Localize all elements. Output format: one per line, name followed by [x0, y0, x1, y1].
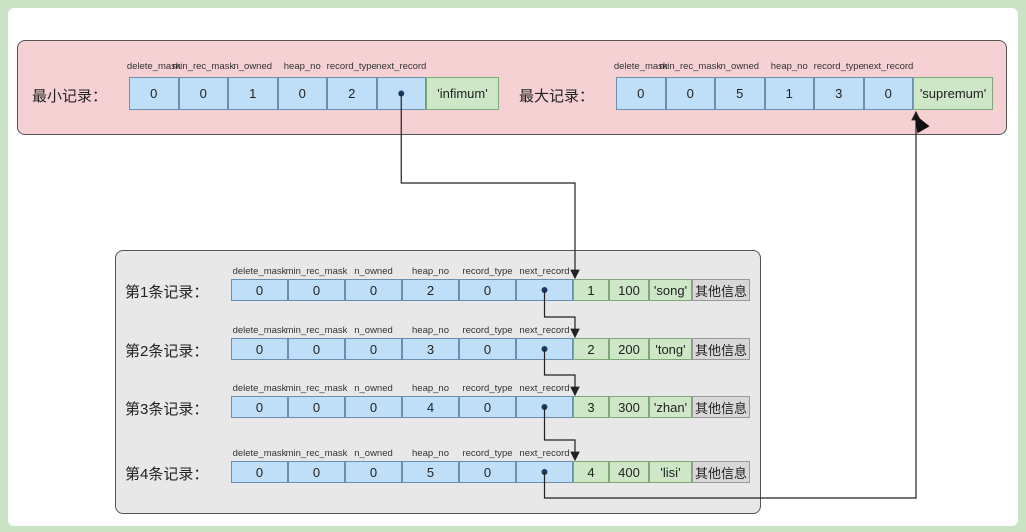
record-4-name-cell: 'lisi' — [649, 461, 692, 483]
field-header-min_rec_mask: min_rec_mask — [285, 325, 348, 336]
field-header-record_type: record_type — [462, 266, 513, 277]
record-4-field-record_type: 0 — [459, 461, 516, 483]
record-3-field-n_owned: 0 — [345, 396, 402, 418]
record-1-score-cell: 100 — [609, 279, 649, 301]
record-2-field-next_record — [516, 338, 573, 360]
record-4-field-delete_mask: 0 — [231, 461, 288, 483]
record-4-score-cell: 400 — [609, 461, 649, 483]
record-4-field-next_record — [516, 461, 573, 483]
record-4-field-min_rec_mask: 0 — [288, 461, 345, 483]
infimum-field-record_type: 2 — [327, 77, 377, 110]
field-header-next_record: next_record — [519, 383, 570, 394]
record-2-label: 第2条记录： — [125, 343, 209, 360]
field-header-min_rec_mask: min_rec_mask — [285, 448, 348, 459]
field-header-delete_mask: delete_mask — [232, 383, 287, 394]
supremum-field-next_record: 0 — [863, 77, 913, 110]
record-2-field-heap_no: 3 — [402, 338, 459, 360]
field-header-delete_mask: delete_mask — [232, 266, 287, 277]
supremum-name-cell: 'supremum' — [913, 77, 993, 110]
record-4-other-cell: 其他信息 — [692, 461, 750, 483]
record-2-id-cell: 2 — [573, 338, 609, 360]
field-header-heap_no: heap_no — [770, 61, 808, 72]
record-3-field-heap_no: 4 — [402, 396, 459, 418]
record-1-field-heap_no: 2 — [402, 279, 459, 301]
infimum-field-next_record — [376, 77, 426, 110]
record-2-field-record_type: 0 — [459, 338, 516, 360]
field-header-record_type: record_type — [813, 61, 864, 72]
record-3-field-record_type: 0 — [459, 396, 516, 418]
record-3-name-cell: 'zhan' — [649, 396, 692, 418]
field-header-record_type: record_type — [462, 325, 513, 336]
record-3-label: 第3条记录： — [125, 401, 209, 418]
field-header-delete_mask: delete_mask — [232, 448, 287, 459]
supremum-field-heap_no: 1 — [764, 77, 814, 110]
record-1-field-record_type: 0 — [459, 279, 516, 301]
record-1-name-cell: 'song' — [649, 279, 692, 301]
infimum-field-n_owned: 1 — [228, 77, 278, 110]
infimum-label: 最小记录： — [32, 88, 108, 105]
record-4-field-heap_no: 5 — [402, 461, 459, 483]
record-2-score-cell: 200 — [609, 338, 649, 360]
record-1-field-delete_mask: 0 — [231, 279, 288, 301]
field-header-delete_mask: delete_mask — [613, 61, 668, 72]
record-2-field-n_owned: 0 — [345, 338, 402, 360]
field-header-n_owned: n_owned — [354, 383, 393, 394]
field-header-next_record: next_record — [519, 325, 570, 336]
record-3-id-cell: 3 — [573, 396, 609, 418]
field-header-min_rec_mask: min_rec_mask — [659, 61, 722, 72]
record-3-score-cell: 300 — [609, 396, 649, 418]
record-1-field-next_record — [516, 279, 573, 301]
infimum-field-heap_no: 0 — [277, 77, 327, 110]
field-header-min_rec_mask: min_rec_mask — [172, 61, 235, 72]
field-header-next_record: next_record — [519, 266, 570, 277]
record-2-name-cell: 'tong' — [649, 338, 692, 360]
record-1-other-cell: 其他信息 — [692, 279, 750, 301]
infimum-field-delete_mask: 0 — [129, 77, 179, 110]
field-header-heap_no: heap_no — [412, 325, 449, 336]
field-header-n_owned: n_owned — [354, 325, 393, 336]
field-header-heap_no: heap_no — [283, 61, 321, 72]
field-header-n_owned: n_owned — [354, 266, 393, 277]
infimum-name-cell: 'infimum' — [426, 77, 499, 110]
field-header-next_record: next_record — [376, 61, 427, 72]
field-header-heap_no: heap_no — [412, 448, 449, 459]
record-3-field-next_record — [516, 396, 573, 418]
record-1-field-min_rec_mask: 0 — [288, 279, 345, 301]
field-header-delete_mask: delete_mask — [126, 61, 181, 72]
field-header-record_type: record_type — [326, 61, 377, 72]
field-header-next_record: next_record — [863, 61, 914, 72]
record-1-id-cell: 1 — [573, 279, 609, 301]
supremum-field-n_owned: 5 — [715, 77, 765, 110]
record-3-field-delete_mask: 0 — [231, 396, 288, 418]
record-4-label: 第4条记录： — [125, 466, 209, 483]
field-header-record_type: record_type — [462, 383, 513, 394]
supremum-field-min_rec_mask: 0 — [665, 77, 715, 110]
record-2-field-min_rec_mask: 0 — [288, 338, 345, 360]
field-header-min_rec_mask: min_rec_mask — [285, 266, 348, 277]
field-header-min_rec_mask: min_rec_mask — [285, 383, 348, 394]
record-4-field-n_owned: 0 — [345, 461, 402, 483]
record-4-id-cell: 4 — [573, 461, 609, 483]
record-1-field-n_owned: 0 — [345, 279, 402, 301]
record-3-other-cell: 其他信息 — [692, 396, 750, 418]
infimum-field-min_rec_mask: 0 — [178, 77, 228, 110]
field-header-heap_no: heap_no — [412, 383, 449, 394]
field-header-n_owned: n_owned — [354, 448, 393, 459]
record-2-other-cell: 其他信息 — [692, 338, 750, 360]
field-header-record_type: record_type — [462, 448, 513, 459]
supremum-field-delete_mask: 0 — [616, 77, 666, 110]
field-header-n_owned: n_owned — [233, 61, 273, 72]
supremum-label: 最大记录： — [519, 88, 595, 105]
field-header-next_record: next_record — [519, 448, 570, 459]
field-header-heap_no: heap_no — [412, 266, 449, 277]
field-header-delete_mask: delete_mask — [232, 325, 287, 336]
field-header-n_owned: n_owned — [720, 61, 760, 72]
supremum-field-record_type: 3 — [814, 77, 864, 110]
record-1-label: 第1条记录： — [125, 284, 209, 301]
record-3-field-min_rec_mask: 0 — [288, 396, 345, 418]
record-2-field-delete_mask: 0 — [231, 338, 288, 360]
